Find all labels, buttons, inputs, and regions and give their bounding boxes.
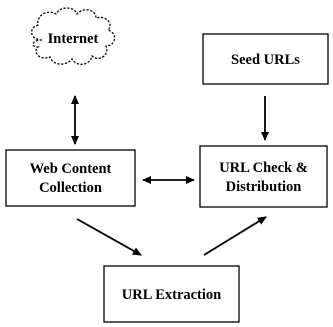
web-content-collection-label-line2: Collection [39,180,102,196]
url-check-distribution-box [199,145,328,208]
url-extraction-box [103,265,240,323]
web-content-collection-box [5,149,136,207]
url-extraction-label: URL Extraction [122,287,221,303]
web-content-collection-node: Web Content Collection [5,149,136,207]
url-check-distribution-node: URL Check & Distribution [199,145,328,208]
seed-urls-label: Seed URLs [231,52,300,68]
web-content-collection-label-line1: Web Content [30,161,112,177]
arrow-extraction-to-url-check [203,216,267,256]
seed-urls-node: Seed URLs [202,33,329,85]
url-check-distribution-label-line1: URL Check & [219,160,308,176]
cloud-shape [31,7,116,65]
internet-label: Internet [48,31,99,47]
seed-urls-box [202,33,329,85]
url-extraction-node: URL Extraction [103,265,240,323]
arrow-web-content-to-extraction [76,218,142,256]
url-check-distribution-label-line2: Distribution [226,179,302,195]
internet-node: Internet [31,7,116,65]
